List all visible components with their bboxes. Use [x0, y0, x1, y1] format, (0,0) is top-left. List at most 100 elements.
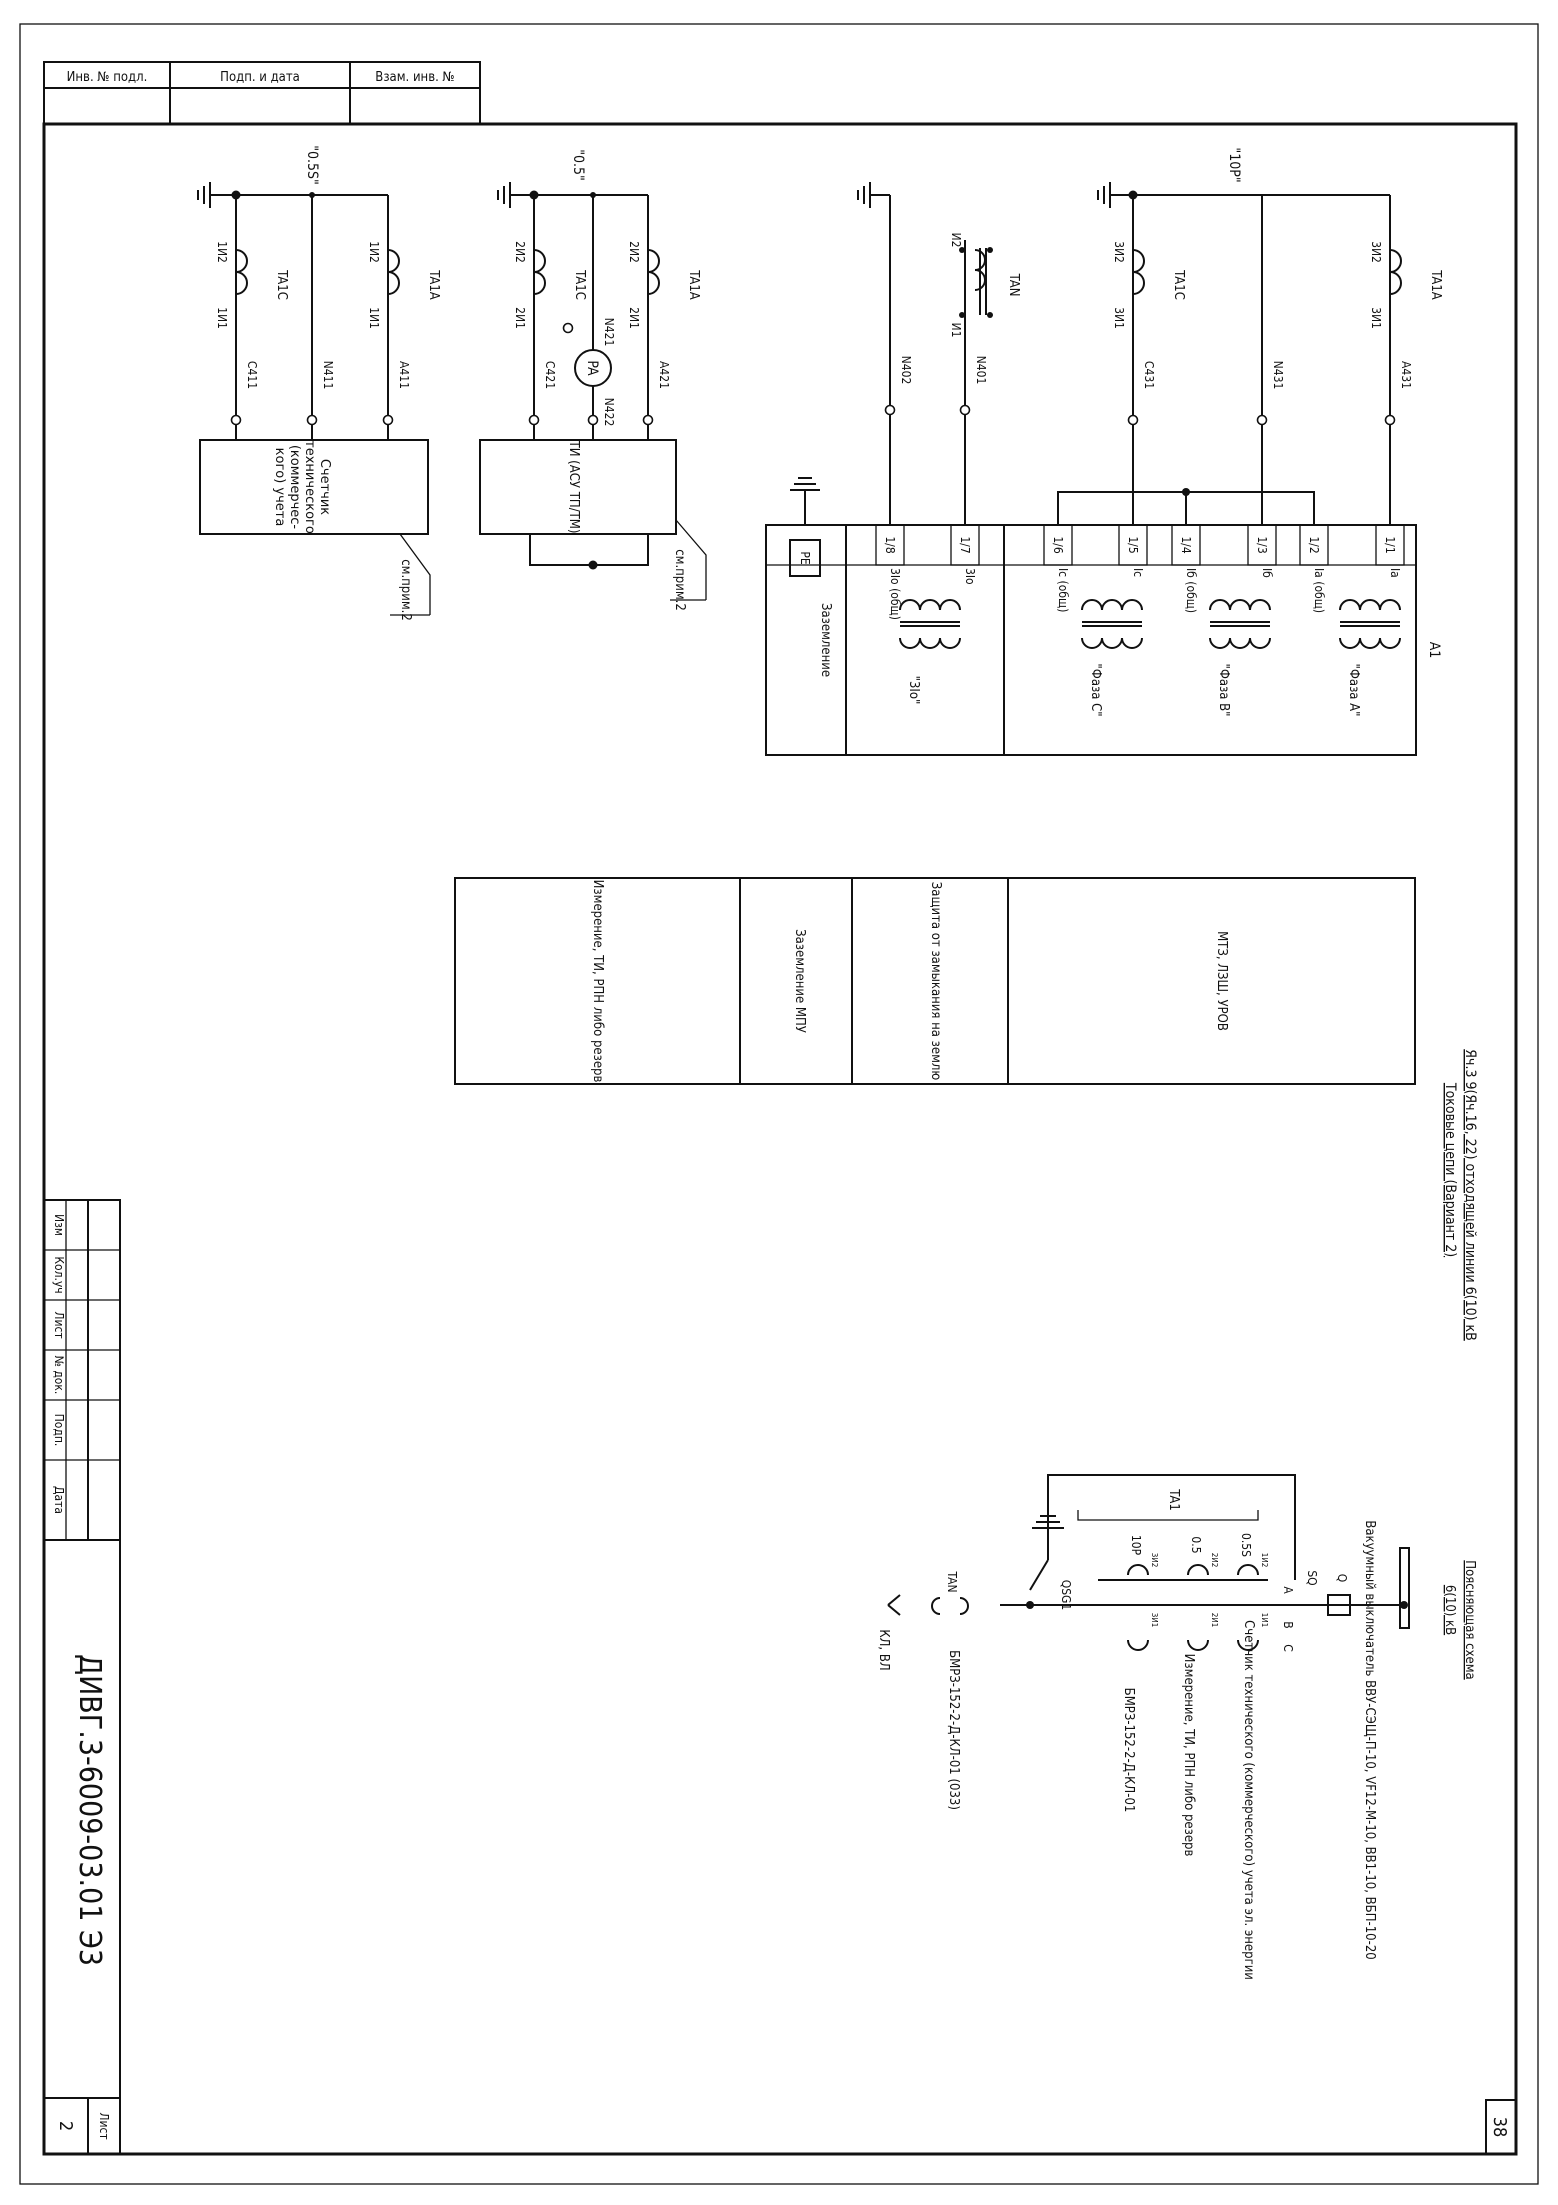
- purpose-3: БМРЗ-152-2-Д-КЛ-01: [1121, 1688, 1136, 1813]
- a1-signal-label-6: Ic (общ): [1056, 568, 1070, 612]
- phase-c-label: "Фаза С": [1088, 663, 1103, 716]
- function-zz: Защита от замыкания на землю: [928, 882, 943, 1081]
- ta-label-055-a: TA1A: [426, 269, 441, 300]
- purpose-1: Счетчик технического (коммерческого) уче…: [1241, 1620, 1256, 1980]
- tb-list-num: 2: [55, 2121, 76, 2131]
- ta-label-055-c: TA1C: [274, 269, 289, 300]
- stamp-inv-podl: Инв. № подл.: [67, 70, 148, 85]
- sheet-edge: [19, 23, 1539, 2185]
- a1-terminal-label-5: 1/5: [1126, 536, 1140, 553]
- ti-box-text: ТИ (АСУ ТП/ТМ): [566, 440, 581, 534]
- i1-label-10p-c: 3И1: [1112, 307, 1126, 329]
- a1-terminal-label-6: 1/6: [1051, 536, 1065, 554]
- a1-terminal-5: [1118, 524, 1148, 566]
- wire-a431: A431: [1399, 361, 1413, 389]
- page-number: 38: [1489, 2117, 1510, 2138]
- tan-i2: И2: [949, 233, 963, 248]
- wire-a421: A421: [657, 361, 671, 389]
- class-label-10p: "10P": [1226, 147, 1242, 182]
- a1-terminal-label-7: 1/7: [958, 536, 972, 553]
- approval-stamp: Инв. № подл. Подп. и дата Взам. инв. №: [43, 61, 481, 125]
- stamp-podp-data: Подп. и дата: [220, 70, 300, 85]
- i1-label-055-c: 1И1: [215, 307, 229, 329]
- ta-label-05-c: TA1C: [572, 269, 587, 300]
- a1-signal-label-1: Ia: [1388, 568, 1402, 578]
- ti-box: [479, 439, 677, 535]
- one-line-tan: TAN: [945, 1570, 959, 1592]
- page-number-box: 38: [1485, 2099, 1517, 2155]
- cl-10p: 10P: [1129, 1535, 1143, 1556]
- w-1i2: 1И2: [1260, 1553, 1269, 1568]
- wire-c421: C421: [543, 361, 557, 389]
- ta-label-05-a: TA1A: [686, 269, 701, 300]
- wire-n401: N401: [974, 356, 988, 385]
- i2-label-055-c: 1И2: [215, 241, 229, 263]
- wire-n422: N422: [602, 398, 616, 427]
- doc-code: ДИВГ.3-6009-03.01 Э3: [72, 1654, 107, 1966]
- w-3i2: 3И2: [1150, 1553, 1159, 1568]
- a1-terminal-4: [1171, 524, 1201, 566]
- a1-signal-label-8: 3Io (общ): [888, 568, 902, 620]
- tan-i1: И1: [949, 323, 963, 338]
- function-mtz: МТЗ, ЛЗШ, УРОВ: [1214, 931, 1229, 1031]
- a1-terminal-label-1: 1/1: [1383, 536, 1397, 553]
- cl-05: 0.5: [1189, 1536, 1203, 1553]
- pe-label: PE: [798, 551, 812, 565]
- w-2i1: 2И1: [1210, 1613, 1219, 1628]
- a1-terminal-2: [1299, 524, 1329, 566]
- function-measure: Измерение, ТИ, РПН либо резерв: [590, 880, 605, 1083]
- a1-label: A1: [1426, 642, 1442, 659]
- tb-col-ndok: № док.: [52, 1356, 66, 1395]
- tb-col-kol: Кол.уч: [52, 1256, 66, 1293]
- cl-055: 0.5S: [1239, 1533, 1253, 1557]
- wire-a411: A411: [397, 361, 411, 389]
- i2-label-055-a: 1И2: [367, 241, 381, 263]
- wire-n431: N431: [1271, 361, 1285, 390]
- phase-c: C: [1281, 1644, 1295, 1652]
- wire-c431: C431: [1142, 361, 1156, 389]
- ammeter-label: PA: [584, 360, 600, 376]
- phase-a-label: "Фаза А": [1346, 663, 1361, 716]
- one-line-title: Поясняющая схема: [1462, 1560, 1477, 1679]
- meter-box: [199, 439, 429, 535]
- a1-terminal-label-3: 1/3: [1255, 536, 1269, 553]
- wire-n421: N421: [602, 318, 616, 347]
- i2-label-05-c: 2И2: [513, 241, 527, 263]
- ct-group-tan: N402 TAN И2 И1 N401: [857, 182, 1021, 416]
- ta-label-10p-c: TA1C: [1171, 269, 1186, 300]
- class-label-055: "0.5S": [304, 145, 320, 185]
- tb-col-podp: Подп.: [52, 1414, 66, 1447]
- w-2i2: 2И2: [1210, 1553, 1219, 1568]
- i2-label-10p-c: 3И2: [1112, 241, 1126, 263]
- i2-label-10p-a: 3И2: [1369, 241, 1383, 263]
- a1-terminal-label-4: 1/4: [1179, 536, 1193, 554]
- w-3i1: 3И1: [1150, 1613, 1159, 1628]
- sheet-title-line1: Яч.3 9(Яч.16, 22) отходящей линии 6(10) …: [1462, 1049, 1478, 1341]
- sheet-title-line2: Токовые цепи (Вариант 2): [1442, 1082, 1458, 1257]
- meter-box-text: Счетчик технического (коммерчес- кого) у…: [272, 440, 332, 534]
- ta1-label: TA1: [1166, 1488, 1181, 1511]
- note-05: см.прим.2: [672, 549, 687, 611]
- tb-col-izm: Изм: [52, 1214, 66, 1236]
- a1-signal-label-7: 3Io: [963, 568, 977, 585]
- a1-terminal-6: [1043, 524, 1073, 566]
- a1-terminal-8: [875, 524, 905, 566]
- phase-b-label: "Фаза В": [1216, 663, 1231, 716]
- phase-a: A: [1281, 1586, 1295, 1594]
- i1-label-10p-a: 3И1: [1369, 307, 1383, 329]
- tb-list-label: Лист: [97, 2112, 111, 2139]
- wire-n411: N411: [321, 361, 335, 390]
- a1-terminal-label-8: 1/8: [883, 536, 897, 554]
- i1-label-05-a: 2И1: [627, 307, 641, 329]
- drawing-frame: [42, 122, 1518, 2156]
- purpose-4: БМРЗ-152-2-Д-КЛ-01 (033): [946, 1650, 961, 1810]
- q-label: Q: [1335, 1574, 1349, 1583]
- stamp-vzam-inv: Взам. инв. №: [375, 70, 454, 85]
- breaker-desc: Вакуумный выключатель ВВУ-СЭЩ-П-10, VF12…: [1362, 1520, 1377, 1959]
- purpose-2: Измерение, ТИ, РПН либо резерв: [1181, 1654, 1196, 1857]
- function-table: МТЗ, ЛЗШ, УРОВ Защита от замыкания на зе…: [454, 877, 1416, 1085]
- function-mpu: Заземление МПУ: [792, 929, 807, 1033]
